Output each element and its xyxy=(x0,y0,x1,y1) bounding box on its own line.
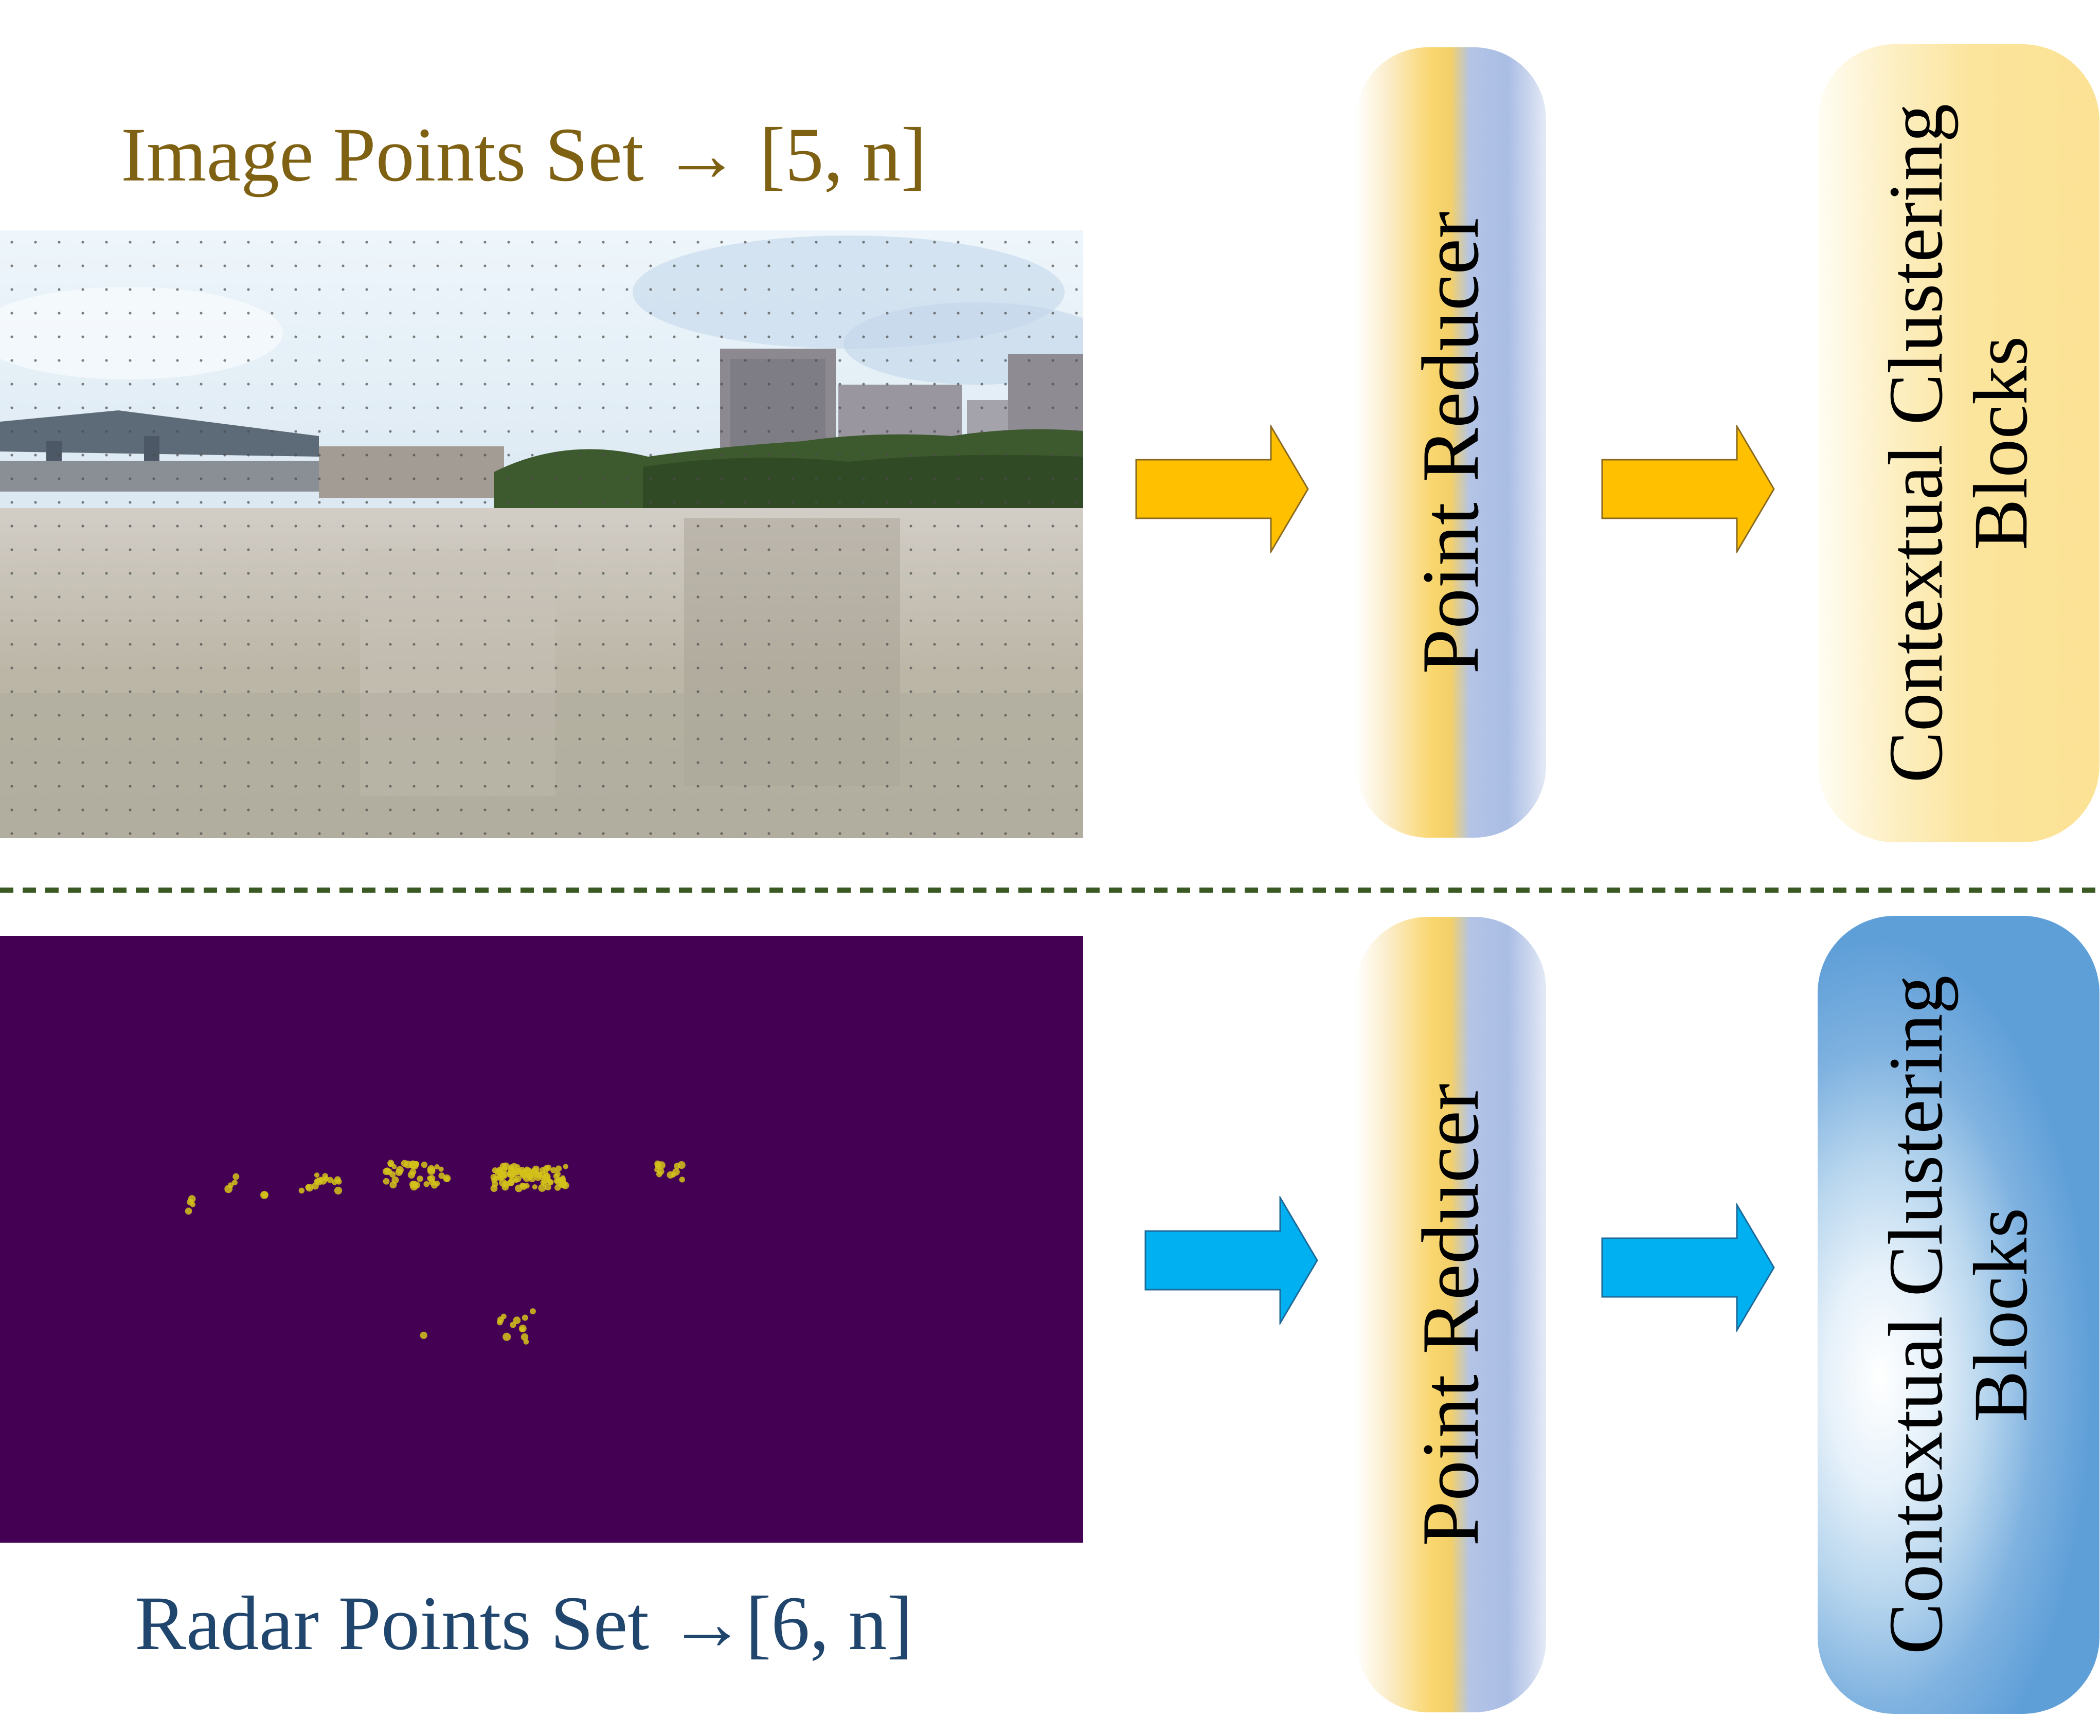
radar-point xyxy=(530,1308,536,1314)
arrow-reducer-to-ccb-bottom xyxy=(1601,1203,1775,1332)
radar-point xyxy=(383,1178,390,1185)
image-points-set-title: Image Points Set → [5, n] xyxy=(121,112,927,197)
radar-point xyxy=(420,1331,427,1339)
radar-point xyxy=(672,1168,680,1176)
radar-point xyxy=(657,1161,666,1169)
radar-point xyxy=(407,1171,416,1179)
point-reducer-label: Point Reducer xyxy=(1406,1083,1496,1546)
radar-point xyxy=(656,1171,662,1178)
radar-point xyxy=(444,1176,450,1182)
radar-point xyxy=(563,1164,568,1169)
radar-point xyxy=(520,1333,529,1341)
contextual-clustering-line1: Contextual Clustering xyxy=(1873,975,1959,1655)
radar-point xyxy=(231,1180,238,1186)
radar-point xyxy=(523,1339,529,1345)
radar-point xyxy=(298,1187,305,1194)
radar-point xyxy=(490,1185,498,1192)
radar-point xyxy=(408,1160,417,1169)
image-points-panel xyxy=(0,230,1083,838)
radar-point xyxy=(427,1167,436,1175)
radar-point xyxy=(428,1179,436,1186)
arrow-reducer-to-ccb-top xyxy=(1601,425,1775,553)
radar-point xyxy=(526,1172,533,1180)
radar-point xyxy=(314,1172,320,1178)
contextual-clustering-line2: Blocks xyxy=(1958,1207,2043,1422)
radar-point-cloud xyxy=(185,1160,686,1345)
radar-point xyxy=(541,1181,547,1186)
radar-point xyxy=(434,1164,440,1170)
radar-point xyxy=(401,1160,408,1167)
point-reducer-label: Point Reducer xyxy=(1406,211,1496,674)
contextual-clustering-line2: Blocks xyxy=(1958,336,2043,551)
radar-points-set-title: Radar Points Set →[6, n] xyxy=(135,1581,913,1666)
radar-point xyxy=(510,1322,516,1328)
radar-point xyxy=(409,1181,417,1188)
radar-point xyxy=(417,1176,423,1182)
radar-point xyxy=(502,1332,511,1341)
radar-point xyxy=(532,1170,540,1178)
radar-point xyxy=(547,1179,553,1185)
contextual-clustering-block-radar: Contextual Clustering Blocks xyxy=(1818,916,2099,1714)
radar-point xyxy=(519,1327,525,1332)
radar-point xyxy=(438,1166,444,1172)
point-reducer-block-image: Point Reducer xyxy=(1356,47,1546,838)
radar-point xyxy=(550,1167,557,1173)
radar-point xyxy=(497,1316,504,1323)
radar-point xyxy=(507,1179,515,1186)
radar-point xyxy=(499,1163,507,1170)
radar-point xyxy=(314,1179,320,1185)
sampled-points-grid xyxy=(0,230,1083,838)
radar-point xyxy=(492,1167,498,1173)
arrow-radar-to-reducer xyxy=(1144,1196,1318,1325)
radar-point xyxy=(532,1184,537,1190)
radar-point xyxy=(188,1195,196,1203)
radar-point xyxy=(524,1183,530,1189)
radar-point xyxy=(334,1186,343,1195)
point-reducer-block-radar: Point Reducer xyxy=(1356,917,1546,1712)
radar-point xyxy=(306,1184,314,1192)
radar-point xyxy=(232,1173,240,1180)
radar-point xyxy=(522,1314,528,1321)
radar-background xyxy=(0,936,1083,1543)
radar-point xyxy=(679,1177,685,1183)
radar-point xyxy=(545,1164,552,1171)
radar-point xyxy=(519,1171,528,1179)
radar-point xyxy=(554,1171,561,1177)
radar-point xyxy=(497,1175,504,1181)
radar-points-panel xyxy=(0,936,1083,1543)
radar-point xyxy=(421,1161,428,1168)
contextual-clustering-line1: Contextual Clustering xyxy=(1873,103,1959,783)
radar-point xyxy=(327,1177,333,1183)
arrow-image-to-reducer xyxy=(1135,425,1309,553)
radar-point xyxy=(396,1166,404,1174)
radar-point xyxy=(322,1173,328,1179)
branch-divider xyxy=(0,888,2100,893)
radar-point xyxy=(385,1168,392,1176)
radar-point xyxy=(519,1182,525,1188)
contextual-clustering-block-image: Contextual Clustering Blocks xyxy=(1818,44,2099,842)
radar-point xyxy=(553,1178,559,1184)
radar-point xyxy=(674,1163,680,1169)
contextual-clustering-label: Contextual Clustering Blocks xyxy=(1873,103,2043,783)
radar-point xyxy=(388,1161,394,1167)
radar-point xyxy=(513,1316,521,1325)
radar-point xyxy=(261,1191,268,1199)
radar-point xyxy=(545,1184,551,1190)
contextual-clustering-label: Contextual Clustering Blocks xyxy=(1873,975,2043,1655)
radar-point xyxy=(507,1167,516,1176)
radar-point xyxy=(389,1181,397,1189)
radar-point xyxy=(423,1181,429,1187)
radar-point xyxy=(224,1185,233,1194)
radar-point xyxy=(185,1207,192,1215)
radar-point xyxy=(555,1165,562,1172)
radar-point xyxy=(334,1176,341,1183)
radar-point xyxy=(543,1171,549,1177)
